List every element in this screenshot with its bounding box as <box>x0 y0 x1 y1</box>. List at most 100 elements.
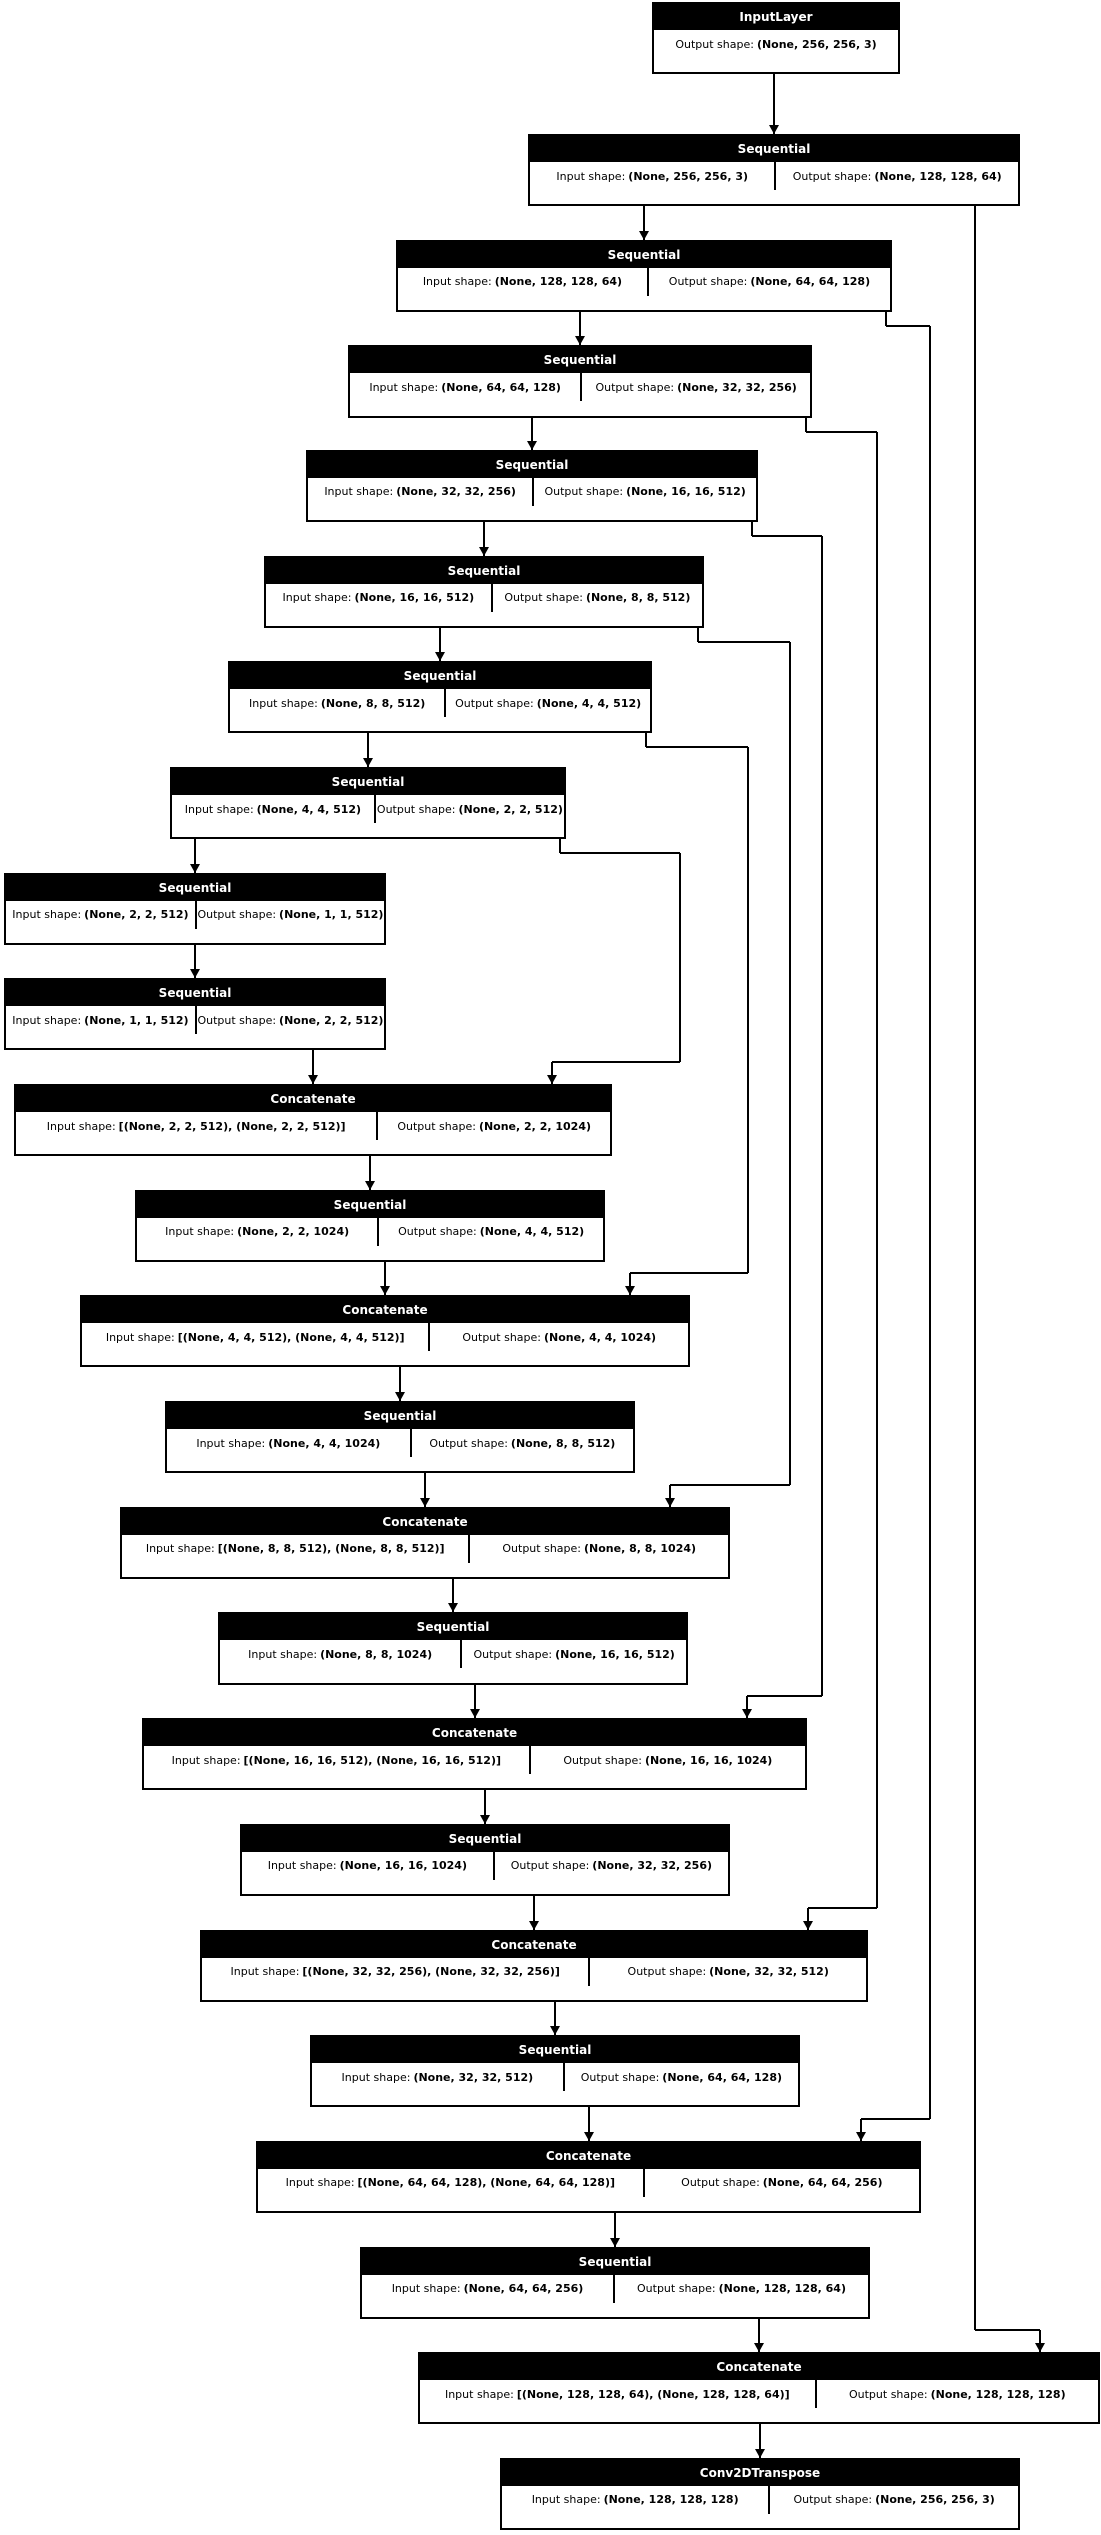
output-shape-label: Output shape: <box>510 1859 590 1873</box>
output-shape-value: (None, 2, 2, 1024) <box>478 1119 591 1133</box>
edge-segment-vertical <box>789 641 791 1485</box>
output-shape-cell: Output shape:(None, 2, 2, 512) <box>376 795 564 823</box>
input-shape-value: (None, 1, 1, 512) <box>84 1013 189 1027</box>
edge-segment-vertical <box>751 522 753 536</box>
output-shape-cell: Output shape:(None, 32, 32, 512) <box>590 1958 866 1986</box>
input-shape-label: Input shape: <box>422 275 492 289</box>
edge-segment-horizontal <box>630 1272 748 1275</box>
input-shape-cell: Input shape:[(None, 128, 128, 64), (None… <box>420 2380 817 2409</box>
layer-node-shapes: Input shape:(None, 256, 256, 3)Output sh… <box>530 162 1018 191</box>
input-shape-label: Input shape: <box>282 591 352 605</box>
output-shape-label: Output shape: <box>681 2176 760 2190</box>
edge-segment-vertical <box>679 853 681 1063</box>
layer-node-title: Sequential <box>6 874 384 901</box>
edge-segment-vertical <box>974 220 976 2331</box>
input-shape-cell: Input shape:(None, 8, 8, 1024) <box>220 1640 463 1669</box>
layer-node-title: Sequential <box>137 1191 603 1218</box>
output-shape-label: Output shape: <box>627 1965 707 1979</box>
edge-arrowhead <box>479 546 489 556</box>
input-shape-label: Input shape: <box>341 2070 411 2084</box>
layer-node-title: InputLayer <box>654 4 898 30</box>
layer-node-shapes: Input shape:[(None, 2, 2, 512), (None, 2… <box>16 1112 610 1141</box>
input-shape-value: [(None, 64, 64, 128), (None, 64, 64, 128… <box>357 2176 616 2190</box>
output-shape-label: Output shape: <box>197 1013 277 1027</box>
edge-segment-vertical <box>312 1050 314 1085</box>
edge-arrowhead <box>435 652 445 662</box>
output-shape-value: (None, 256, 256, 3) <box>756 37 877 51</box>
edge-arrowhead <box>639 230 649 240</box>
layer-node-title: Sequential <box>266 557 702 584</box>
output-shape-cell: Output shape:(None, 256, 256, 3) <box>654 30 898 58</box>
input-shape-cell: Input shape:(None, 128, 128, 128) <box>502 2485 771 2514</box>
input-shape-label: Input shape: <box>444 2387 514 2401</box>
input-shape-label: Input shape: <box>145 1542 215 1556</box>
output-shape-value: (None, 2, 2, 512) <box>279 1013 384 1027</box>
output-shape-cell: Output shape:(None, 64, 64, 128) <box>565 2063 798 2091</box>
edge-arrowhead <box>448 1603 458 1613</box>
output-shape-label: Output shape: <box>429 1436 508 1450</box>
output-shape-cell: Output shape:(None, 4, 4, 1024) <box>430 1323 688 1351</box>
layer-node-shapes: Input shape:[(None, 32, 32, 256), (None,… <box>202 1957 866 1986</box>
edge-segment-vertical <box>629 1273 631 1296</box>
output-shape-label: Output shape: <box>668 275 748 289</box>
input-shape-value: (None, 16, 16, 512) <box>354 591 475 605</box>
layer-node-title: Sequential <box>530 136 1018 163</box>
input-shape-value: (None, 32, 32, 256) <box>396 485 516 499</box>
layer-node-shapes: Input shape:(None, 32, 32, 256)Output sh… <box>308 477 756 506</box>
input-shape-value: (None, 2, 2, 1024) <box>237 1225 350 1239</box>
edge-arrowhead <box>380 1286 390 1296</box>
layer-node-shapes: Input shape:[(None, 128, 128, 64), (None… <box>420 2380 1098 2409</box>
input-shape-cell: Input shape:[(None, 16, 16, 512), (None,… <box>144 1746 531 1775</box>
edge-arrowhead <box>856 2131 866 2141</box>
output-shape-value: (None, 32, 32, 256) <box>592 1859 713 1873</box>
output-shape-label: Output shape: <box>397 1119 476 1133</box>
layer-node-shapes: Input shape:(None, 2, 2, 1024)Output sha… <box>137 1217 603 1246</box>
input-shape-cell: Input shape:(None, 128, 128, 64) <box>398 267 649 296</box>
edge-arrowhead <box>420 1497 430 1507</box>
input-shape-label: Input shape: <box>165 1225 235 1239</box>
output-shape-cell: Output shape:(None, 8, 8, 1024) <box>470 1535 728 1563</box>
input-shape-value: [(None, 32, 32, 256), (None, 32, 32, 256… <box>302 1965 560 1979</box>
output-shape-cell: Output shape:(None, 8, 8, 512) <box>412 1429 633 1457</box>
output-shape-value: (None, 128, 128, 64) <box>874 169 1002 183</box>
edge-segment-vertical <box>369 1156 371 1190</box>
layer-node-shapes: Input shape:(None, 4, 4, 1024)Output sha… <box>167 1429 633 1458</box>
output-shape-cell: Output shape:(None, 32, 32, 256) <box>495 1852 728 1880</box>
output-shape-value: (None, 16, 16, 512) <box>555 1647 675 1661</box>
output-shape-label: Output shape: <box>675 37 754 51</box>
output-shape-cell: Output shape:(None, 16, 16, 512) <box>534 478 756 506</box>
edge-segment-horizontal <box>975 2329 1040 2332</box>
output-shape-label: Output shape: <box>792 169 872 183</box>
edge-arrowhead <box>803 1920 813 1930</box>
layer-node-shapes: Input shape:(None, 32, 32, 512)Output sh… <box>312 2063 798 2092</box>
input-shape-cell: Input shape:(None, 64, 64, 128) <box>350 373 583 402</box>
output-shape-value: (None, 16, 16, 1024) <box>644 1753 773 1767</box>
edge-segment-vertical <box>876 431 878 1908</box>
output-shape-value: (None, 32, 32, 256) <box>677 380 797 394</box>
